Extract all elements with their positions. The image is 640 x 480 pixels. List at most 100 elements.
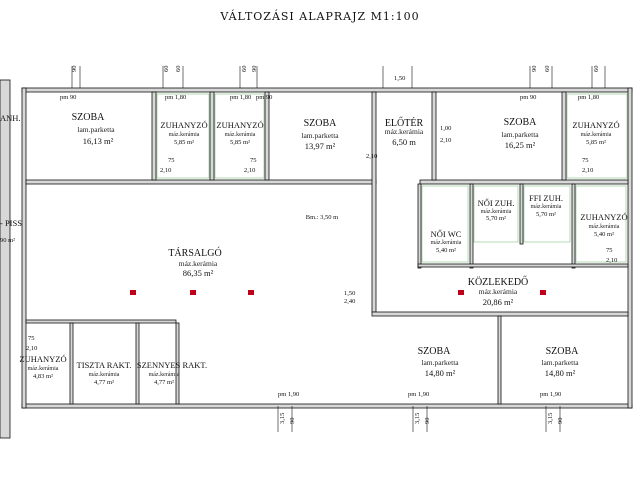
room-eloter: ELŐTÉR máz.kerámia 6,50 m xyxy=(385,117,424,147)
room-zuhanyzo-1: ZUHANYZÓ máz.kerámia 5,85 m² xyxy=(160,120,207,146)
window-label: pm 1,90 xyxy=(408,391,429,398)
walls xyxy=(0,79,633,439)
dim-label: 1,50 xyxy=(394,75,405,82)
svg-text:86,35 m²: 86,35 m² xyxy=(183,268,214,278)
svg-text:ZUHANYZÓ: ZUHANYZÓ xyxy=(19,354,66,364)
room-zuhanyzo-5: ZUHANYZÓ máz.kerámia 4,83 m² xyxy=(19,354,66,380)
svg-text:máz.kerámia: máz.kerámia xyxy=(479,287,518,296)
svg-text:6,50 m: 6,50 m xyxy=(392,137,416,147)
svg-text:1,50: 1,50 xyxy=(344,290,355,297)
svg-text:SZOBA: SZOBA xyxy=(418,346,452,357)
room-noi-zuh: NŐI ZUH. máz.kerámia 5,70 m² xyxy=(478,198,515,222)
room-tiszta-rakt: TISZTA RAKT. máz.kerámia 4,77 m² xyxy=(77,360,132,386)
svg-text:SZOBA: SZOBA xyxy=(504,117,538,128)
svg-text:2,10: 2,10 xyxy=(244,167,255,174)
svg-text:75: 75 xyxy=(250,157,257,164)
svg-text:máz.kerámia: máz.kerámia xyxy=(28,366,59,372)
tiled-areas xyxy=(156,93,628,263)
svg-text:20,86 m²: 20,86 m² xyxy=(483,297,514,307)
marker xyxy=(130,290,136,295)
svg-text:75: 75 xyxy=(606,247,613,254)
window-label: pm 90 xyxy=(60,94,76,101)
svg-text:4,77 m²: 4,77 m² xyxy=(94,379,114,386)
svg-text:Bm.: 3,50 m: Bm.: 3,50 m xyxy=(306,214,339,221)
svg-text:5,40 m²: 5,40 m² xyxy=(594,231,614,238)
svg-text:TISZTA RAKT.: TISZTA RAKT. xyxy=(77,360,132,370)
svg-text:FFI ZUH.: FFI ZUH. xyxy=(529,193,563,203)
svg-text:lam.parketta: lam.parketta xyxy=(421,358,459,367)
dim-label: 60 xyxy=(241,66,248,73)
room-ffi-zuh: FFI ZUH. máz.kerámia 5,70 m² xyxy=(529,193,563,218)
svg-text:NŐI ZUH.: NŐI ZUH. xyxy=(478,198,515,208)
room-szoba-4: SZOBA lam.parketta 14,80 m² xyxy=(418,346,460,378)
svg-text:lam.parketta: lam.parketta xyxy=(541,358,579,367)
svg-text:2,10: 2,10 xyxy=(160,167,171,174)
svg-text:máz.kerámia: máz.kerámia xyxy=(225,132,256,138)
marker xyxy=(190,290,196,295)
dim-label: 60 xyxy=(163,66,170,73)
svg-text:SZOBA: SZOBA xyxy=(546,346,580,357)
svg-text:ELŐTÉR: ELŐTÉR xyxy=(385,117,424,129)
svg-text:90: 90 xyxy=(557,418,564,425)
svg-text:máz.kerámia: máz.kerámia xyxy=(481,209,512,215)
svg-text:75: 75 xyxy=(582,157,589,164)
svg-text:5,70 m²: 5,70 m² xyxy=(486,215,506,222)
dim-label: 90 xyxy=(71,66,78,73)
svg-text:14,80 m²: 14,80 m² xyxy=(545,368,576,378)
svg-text:máz.kerámia: máz.kerámia xyxy=(149,372,180,378)
marker xyxy=(248,290,254,295)
svg-text:máz.kerámia: máz.kerámia xyxy=(531,204,562,210)
svg-text:TÁRSALGÓ: TÁRSALGÓ xyxy=(168,247,221,259)
room-zuhanyzo-2: ZUHANYZÓ máz.kerámia 5,85 m² xyxy=(216,120,263,146)
svg-text:2,10: 2,10 xyxy=(26,345,37,352)
svg-text:4,83 m²: 4,83 m² xyxy=(33,373,53,380)
left-room-area: 90 m² xyxy=(0,237,15,244)
svg-text:1,00: 1,00 xyxy=(440,125,451,132)
svg-text:3,15: 3,15 xyxy=(414,413,421,424)
svg-text:máz.kerámia: máz.kerámia xyxy=(89,372,120,378)
dim-label: 90 xyxy=(531,66,538,73)
svg-text:máz.kerámia: máz.kerámia xyxy=(589,224,620,230)
svg-text:3,15: 3,15 xyxy=(547,413,554,424)
svg-text:14,80 m²: 14,80 m² xyxy=(425,368,456,378)
window-label: pm 90 xyxy=(520,94,536,101)
marker xyxy=(540,290,546,295)
svg-text:2,10: 2,10 xyxy=(582,167,593,174)
svg-text:máz.kerámia: máz.kerámia xyxy=(179,259,218,268)
window-label: pm 1,80 xyxy=(230,94,251,101)
room-szoba-3: SZOBA lam.parketta 16,25 m² xyxy=(501,117,539,150)
top-dimensions: 90 60 60 60 90 1,50 90 60 60 xyxy=(71,66,606,90)
svg-text:lam.parketta: lam.parketta xyxy=(501,130,539,139)
window-label: pm 1,90 xyxy=(540,391,561,398)
svg-text:máz.kerámia: máz.kerámia xyxy=(581,132,612,138)
svg-text:SZOBA: SZOBA xyxy=(72,112,106,123)
svg-text:NŐI WC: NŐI WC xyxy=(431,229,462,239)
svg-text:3,15: 3,15 xyxy=(279,413,286,424)
svg-text:lam.parketta: lam.parketta xyxy=(301,131,339,140)
window-label: pm 1,80 xyxy=(165,94,186,101)
svg-text:75: 75 xyxy=(28,335,35,342)
svg-text:SZOBA: SZOBA xyxy=(304,118,338,129)
svg-text:KÖZLEKEDŐ: KÖZLEKEDŐ xyxy=(468,276,529,288)
svg-text:ZUHANYZÓ: ZUHANYZÓ xyxy=(572,120,619,130)
svg-text:2,40: 2,40 xyxy=(344,298,355,305)
room-szoba-2: SZOBA lam.parketta 13,97 m² xyxy=(301,118,339,151)
svg-text:lam.parketta: lam.parketta xyxy=(77,125,115,134)
svg-text:5,85 m²: 5,85 m² xyxy=(174,139,194,146)
svg-text:máz.kerámia: máz.kerámia xyxy=(431,240,462,246)
room-szoba-5: SZOBA lam.parketta 14,80 m² xyxy=(541,346,579,378)
left-room-label: - PISS xyxy=(0,218,22,228)
door-dimensions: 75 2,10 75 2,10 1,00 2,10 2,10 75 2,10 1… xyxy=(26,125,617,352)
left-room-label: ANH. xyxy=(0,113,21,123)
svg-text:75: 75 xyxy=(168,157,175,164)
room-noi-wc: NŐI WC máz.kerámia 5,40 m² xyxy=(431,229,462,254)
room-zuhanyzo-4: ZUHANYZÓ máz.kerámia 5,40 m² xyxy=(580,212,627,238)
svg-text:2,10: 2,10 xyxy=(606,257,617,264)
svg-text:5,85 m²: 5,85 m² xyxy=(586,139,606,146)
svg-text:4,77 m²: 4,77 m² xyxy=(154,379,174,386)
plan-title: VÁLTOZÁSI ALAPRAJZ M1:100 xyxy=(219,9,419,23)
svg-text:SZENNYES RAKT.: SZENNYES RAKT. xyxy=(137,360,207,370)
svg-text:2,10: 2,10 xyxy=(366,153,377,160)
